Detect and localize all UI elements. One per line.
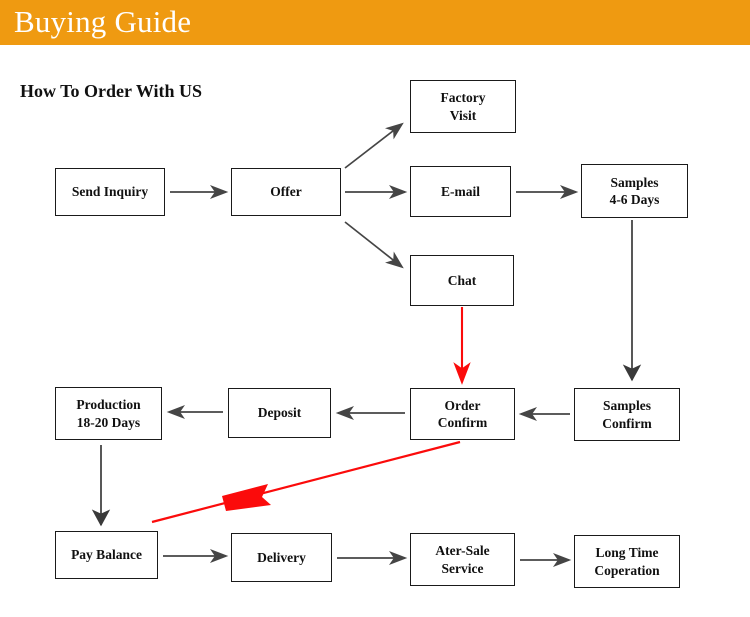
node-chat[interactable]: Chat bbox=[410, 255, 514, 306]
node-e-mail[interactable]: E-mail bbox=[410, 166, 511, 217]
node-order-confirm[interactable]: Order Confirm bbox=[410, 388, 515, 440]
node-factory-visit[interactable]: Factory Visit bbox=[410, 80, 516, 133]
section-subtitle: How To Order With US bbox=[20, 81, 203, 101]
node-production[interactable]: Production 18-20 Days bbox=[55, 387, 162, 440]
node-delivery[interactable]: Delivery bbox=[231, 533, 332, 582]
node-send-inquiry[interactable]: Send Inquiry bbox=[55, 168, 165, 216]
edge-offer-to-chat bbox=[344, 221, 404, 269]
header-banner: Buying Guide bbox=[0, 0, 750, 45]
node-samples-4-6-days[interactable]: Samples 4-6 Days bbox=[581, 164, 688, 218]
node-offer[interactable]: Offer bbox=[231, 168, 341, 216]
edge-order-confirm-to-pay-balance bbox=[151, 440, 461, 524]
node-ater-sale-service[interactable]: Ater-Sale Service bbox=[410, 533, 515, 586]
edge-offer-to-factory-visit bbox=[344, 122, 404, 169]
node-deposit[interactable]: Deposit bbox=[228, 388, 331, 438]
node-pay-balance[interactable]: Pay Balance bbox=[55, 531, 158, 579]
node-samples-confirm[interactable]: Samples Confirm bbox=[574, 388, 680, 441]
page-title: Buying Guide bbox=[14, 4, 192, 39]
node-long-time-coperation[interactable]: Long Time Coperation bbox=[574, 535, 680, 588]
